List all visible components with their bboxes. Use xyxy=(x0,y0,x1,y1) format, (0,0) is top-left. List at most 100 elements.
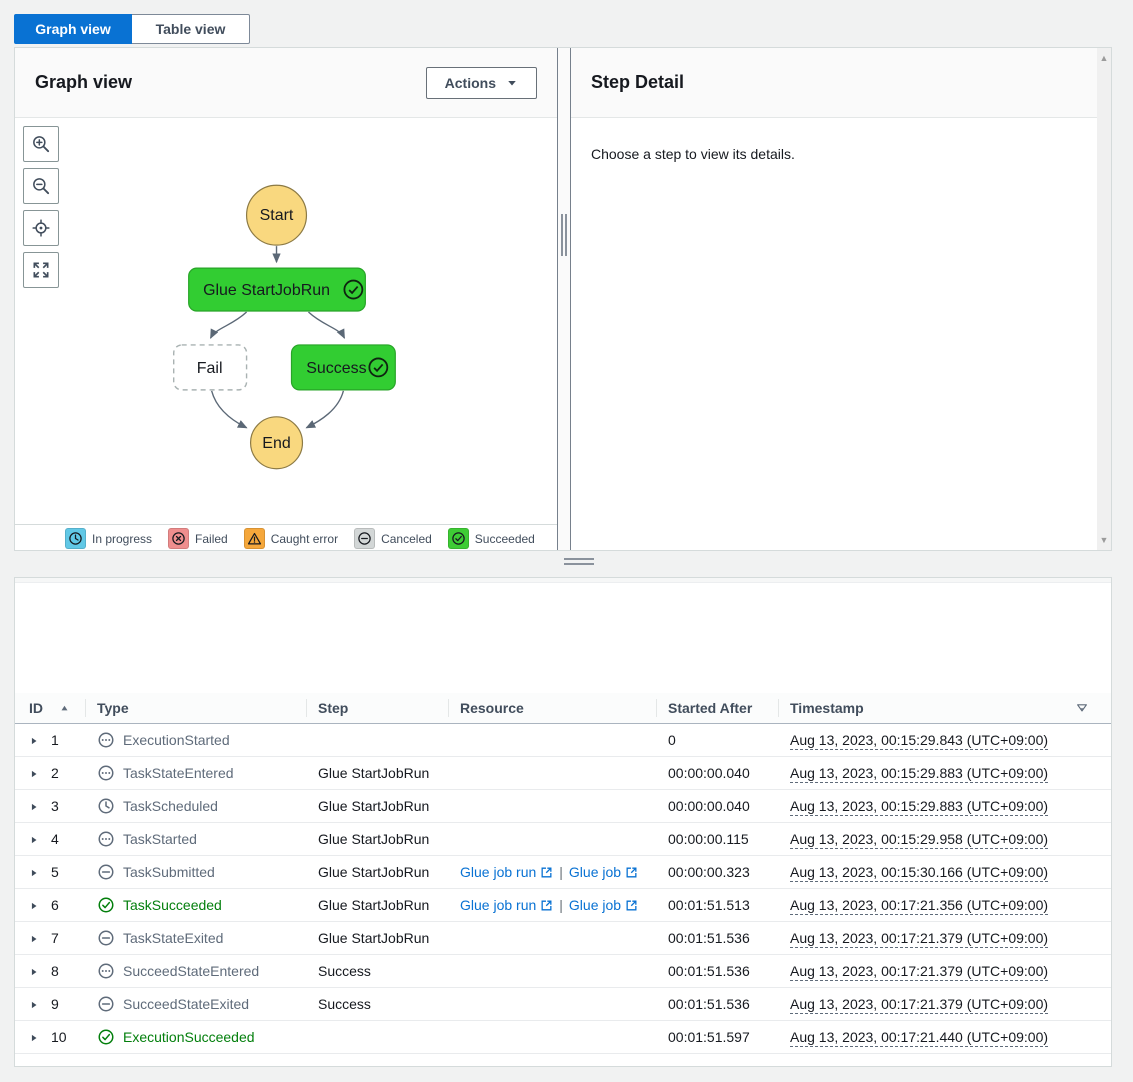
event-type-label: TaskStateEntered xyxy=(123,764,234,781)
resource-link[interactable]: Glue job xyxy=(569,864,638,880)
column-header-resource[interactable]: Resource xyxy=(448,693,656,724)
step-detail-empty-message: Choose a step to view its details. xyxy=(591,146,795,162)
row-expand-icon[interactable] xyxy=(29,934,39,944)
external-link-icon xyxy=(625,866,638,879)
event-started-after: 00:01:51.536 xyxy=(656,921,778,955)
event-timestamp[interactable]: Aug 13, 2023, 00:17:21.379 (UTC+09:00) xyxy=(790,995,1049,1014)
event-type: TaskSucceeded xyxy=(97,896,306,914)
center-target-icon xyxy=(31,218,51,238)
scroll-down-button[interactable]: ▼ xyxy=(1099,535,1109,545)
scroll-up-button[interactable]: ▲ xyxy=(1099,53,1109,63)
tab-table-view[interactable]: Table view xyxy=(132,14,250,44)
column-header-started-after[interactable]: Started After xyxy=(656,693,778,724)
column-header-id[interactable]: ID xyxy=(15,693,85,724)
zoom-in-button[interactable] xyxy=(23,126,59,162)
event-timestamp[interactable]: Aug 13, 2023, 00:15:29.883 (UTC+09:00) xyxy=(790,764,1049,783)
node-fail[interactable] xyxy=(173,344,248,391)
resource-link[interactable]: Glue job xyxy=(569,897,638,913)
legend-label: Succeeded xyxy=(474,531,535,546)
event-started-after: 00:00:00.323 xyxy=(656,855,778,889)
tab-graph-view[interactable]: Graph view xyxy=(14,14,132,44)
row-expand-icon[interactable] xyxy=(29,736,39,746)
row-expand-icon[interactable] xyxy=(29,901,39,911)
legend-swatch xyxy=(447,528,469,549)
table-card-top-strip xyxy=(15,578,1111,583)
event-step: Glue StartJobRun xyxy=(306,921,448,955)
event-type-label: TaskStarted xyxy=(123,830,197,847)
event-timestamp[interactable]: Aug 13, 2023, 00:17:21.379 (UTC+09:00) xyxy=(790,929,1049,948)
graph-and-detail-card: Graph view Actions xyxy=(14,47,1112,551)
row-expand-icon[interactable] xyxy=(29,802,39,812)
center-graph-button[interactable] xyxy=(23,210,59,246)
node-glue-startjobrun-label: Glue StartJobRun xyxy=(203,282,330,299)
event-resource xyxy=(448,954,656,988)
event-type: SucceedStateExited xyxy=(97,995,306,1013)
event-type-label: ExecutionSucceeded xyxy=(123,1028,255,1045)
node-end[interactable] xyxy=(249,416,304,470)
fit-to-view-button[interactable] xyxy=(23,252,59,288)
vertical-splitter-handle[interactable] xyxy=(561,214,567,256)
event-started-after: 00:01:51.536 xyxy=(656,987,778,1021)
legend-label: Canceled xyxy=(381,531,432,546)
graph-canvas: Start Glue StartJobRun Fail Success xyxy=(15,118,557,524)
column-header-type[interactable]: Type xyxy=(85,693,306,724)
detail-scrollbar[interactable]: ▲ ▼ xyxy=(1097,48,1111,550)
row-expand-icon[interactable] xyxy=(29,1000,39,1010)
legend-item: Failed xyxy=(168,528,228,549)
event-started-after: 0 xyxy=(656,723,778,757)
event-timestamp[interactable]: Aug 13, 2023, 00:17:21.440 (UTC+09:00) xyxy=(790,1028,1049,1047)
node-success[interactable] xyxy=(290,344,396,391)
column-header-id-label: ID xyxy=(29,699,43,716)
zoom-out-button[interactable] xyxy=(23,168,59,204)
event-resource xyxy=(448,1020,656,1054)
row-expand-icon[interactable] xyxy=(29,868,39,878)
event-resource xyxy=(448,789,656,823)
row-expand-icon[interactable] xyxy=(29,1033,39,1043)
column-header-timestamp[interactable]: Timestamp xyxy=(778,693,1111,724)
node-start-label: Start xyxy=(260,207,294,224)
horizontal-splitter-handle[interactable] xyxy=(564,558,594,568)
event-step: Success xyxy=(306,954,448,988)
vertical-splitter[interactable] xyxy=(558,48,570,550)
event-type: ExecutionSucceeded xyxy=(97,1028,306,1046)
event-timestamp[interactable]: Aug 13, 2023, 00:15:29.883 (UTC+09:00) xyxy=(790,797,1049,816)
events-table: ID Type Step Resource Started After Time… xyxy=(15,693,1111,1054)
event-timestamp[interactable]: Aug 13, 2023, 00:15:30.166 (UTC+09:00) xyxy=(790,863,1049,882)
legend-swatch xyxy=(354,528,376,549)
event-timestamp[interactable]: Aug 13, 2023, 00:17:21.379 (UTC+09:00) xyxy=(790,962,1049,981)
actions-button[interactable]: Actions xyxy=(425,66,537,99)
event-resource: Glue job run|Glue job xyxy=(448,888,656,922)
resource-link[interactable]: Glue job run xyxy=(460,864,553,880)
node-glue-startjobrun[interactable] xyxy=(188,267,366,312)
node-success-label: Success xyxy=(306,360,366,377)
resource-link[interactable]: Glue job run xyxy=(460,897,553,913)
legend-swatch xyxy=(65,528,86,549)
horizontal-splitter[interactable] xyxy=(14,551,1112,577)
event-type-label: SucceedStateEntered xyxy=(123,962,260,979)
node-end-label: End xyxy=(262,435,290,452)
column-header-step[interactable]: Step xyxy=(306,693,448,724)
event-step: Glue StartJobRun xyxy=(306,888,448,922)
event-step: Success xyxy=(306,987,448,1021)
zoom-in-icon xyxy=(31,134,51,154)
edge-fail-to-end xyxy=(210,390,248,429)
row-expand-icon[interactable] xyxy=(29,967,39,977)
warning-icon xyxy=(247,531,262,546)
event-type-label: TaskSucceeded xyxy=(123,896,222,913)
events-table-card: ID Type Step Resource Started After Time… xyxy=(14,577,1112,1067)
row-expand-icon[interactable] xyxy=(29,769,39,779)
event-id: 1 xyxy=(51,731,59,748)
filter-icon[interactable] xyxy=(1075,701,1089,715)
event-timestamp[interactable]: Aug 13, 2023, 00:15:29.843 (UTC+09:00) xyxy=(790,731,1049,750)
row-expand-icon[interactable] xyxy=(29,835,39,845)
caret-down-icon xyxy=(506,77,518,89)
node-start[interactable] xyxy=(245,184,308,246)
event-timestamp[interactable]: Aug 13, 2023, 00:17:21.356 (UTC+09:00) xyxy=(790,896,1049,915)
event-timestamp[interactable]: Aug 13, 2023, 00:15:29.958 (UTC+09:00) xyxy=(790,830,1049,849)
step-detail-header: Step Detail xyxy=(571,48,1111,118)
event-started-after: 00:00:00.115 xyxy=(656,822,778,856)
